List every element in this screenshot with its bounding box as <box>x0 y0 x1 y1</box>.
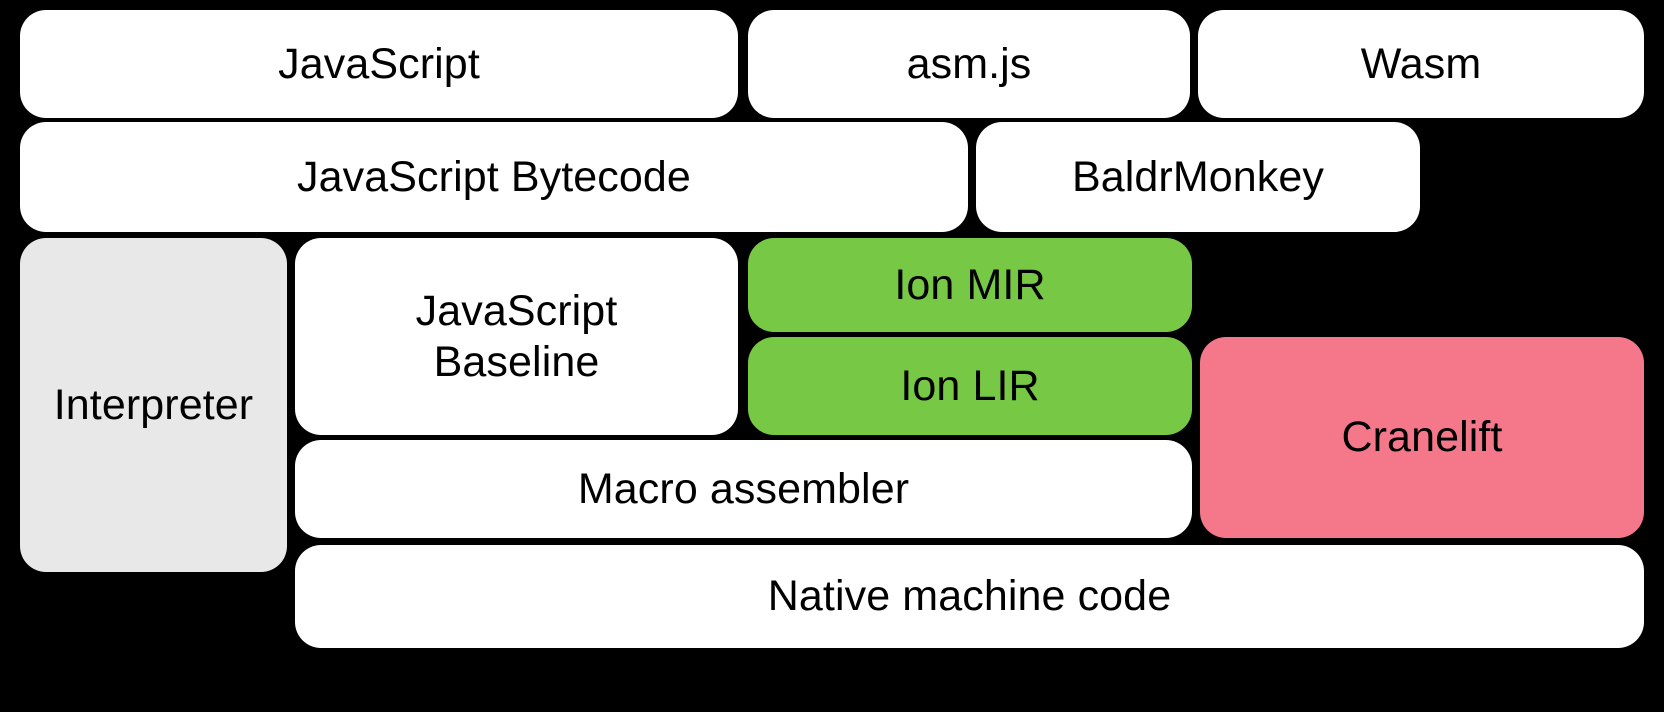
node-native-machine-code[interactable]: Native machine code <box>295 545 1644 648</box>
node-javascript-baseline[interactable]: JavaScript Baseline <box>295 238 738 435</box>
node-ion-lir[interactable]: Ion LIR <box>748 337 1192 435</box>
node-cranelift[interactable]: Cranelift <box>1200 337 1644 538</box>
node-javascript[interactable]: JavaScript <box>20 10 738 118</box>
node-javascript-bytecode[interactable]: JavaScript Bytecode <box>20 122 968 232</box>
node-baldrmonkey[interactable]: BaldrMonkey <box>976 122 1420 232</box>
node-wasm[interactable]: Wasm <box>1198 10 1644 118</box>
node-ion-mir[interactable]: Ion MIR <box>748 238 1192 332</box>
node-interpreter[interactable]: Interpreter <box>20 238 287 572</box>
node-asm-js[interactable]: asm.js <box>748 10 1190 118</box>
node-macro-assembler[interactable]: Macro assembler <box>295 440 1192 538</box>
